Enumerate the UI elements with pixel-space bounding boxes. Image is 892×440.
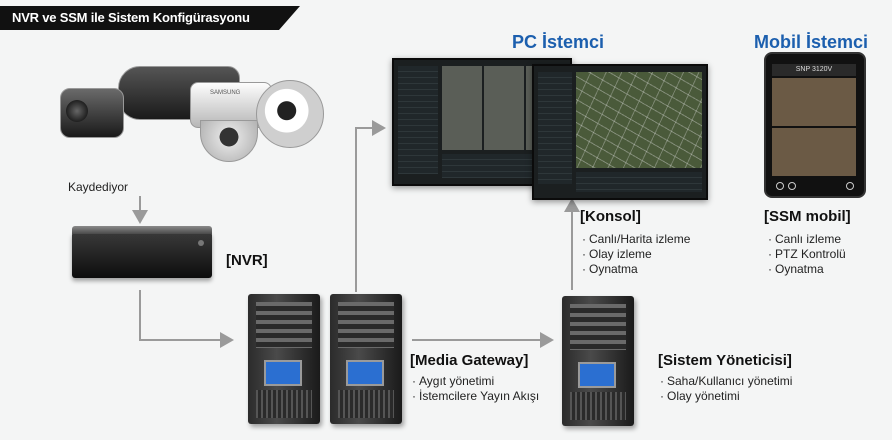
system-manager-server — [562, 296, 634, 426]
arrow-gateway-to-pc — [355, 120, 386, 292]
media-gateway-server-2 — [330, 294, 402, 424]
camera-brand-text: SAMSUNG — [210, 90, 241, 96]
phone-model-label: SNP 3120V — [772, 64, 856, 76]
media-gateway-feature-list: Aygıt yönetimi İstemcilere Yayın Akışı — [412, 374, 539, 404]
system-manager-feature-list: Saha/Kullanıcı yönetimi Olay yönetimi — [660, 374, 792, 404]
map-view — [576, 72, 702, 168]
media-gateway-heading: [Media Gateway] — [410, 352, 529, 369]
media-gateway-server-1 — [248, 294, 320, 424]
pc-console-screen-map — [532, 64, 708, 200]
system-manager-heading: [Sistem Yöneticisi] — [658, 352, 792, 369]
ssm-mobile-feature-list: Canlı izleme PTZ Kontrolü Oynatma — [768, 232, 846, 277]
title-band: NVR ve SSM ile Sistem Konfigürasyonu — [0, 6, 300, 30]
fisheye-camera — [256, 80, 324, 148]
list-item: Olay yönetimi — [660, 389, 792, 404]
mobile-video-view — [772, 78, 856, 178]
list-item: Aygıt yönetimi — [412, 374, 539, 389]
settings-icon — [846, 182, 854, 190]
zoom-in-icon — [776, 182, 784, 190]
dome-camera — [200, 120, 258, 162]
list-item: PTZ Kontrolü — [768, 247, 846, 262]
camera-group-image: SAMSUNG — [60, 60, 350, 170]
list-item: Canlı izleme — [768, 232, 846, 247]
list-item: Olay izleme — [582, 247, 690, 262]
list-item: Oynatma — [582, 262, 690, 277]
list-item: Saha/Kullanıcı yönetimi — [660, 374, 792, 389]
nvr-device — [72, 226, 212, 278]
console-feature-list: Canlı/Harita izleme Olay izleme Oynatma — [582, 232, 690, 277]
nvr-label: [NVR] — [226, 252, 268, 269]
console-heading: [Konsol] — [580, 208, 641, 225]
ssm-mobile-heading: [SSM mobil] — [764, 208, 851, 225]
power-indicator-icon — [198, 240, 204, 246]
mobile-client-title: Mobil İstemci — [754, 32, 869, 52]
list-item: İstemcilere Yayın Akışı — [412, 389, 539, 404]
arrow-nvr-to-gateway — [139, 290, 234, 348]
pc-client-title: PC İstemci — [512, 32, 605, 52]
page-title: NVR ve SSM ile Sistem Konfigürasyonu — [12, 10, 250, 25]
list-item: Oynatma — [768, 262, 846, 277]
mobile-phone: SNP 3120V — [764, 52, 866, 198]
recording-label: Kaydediyor — [68, 180, 129, 194]
zoom-out-icon — [788, 182, 796, 190]
list-item: Canlı/Harita izleme — [582, 232, 690, 247]
lens-icon — [66, 100, 88, 122]
